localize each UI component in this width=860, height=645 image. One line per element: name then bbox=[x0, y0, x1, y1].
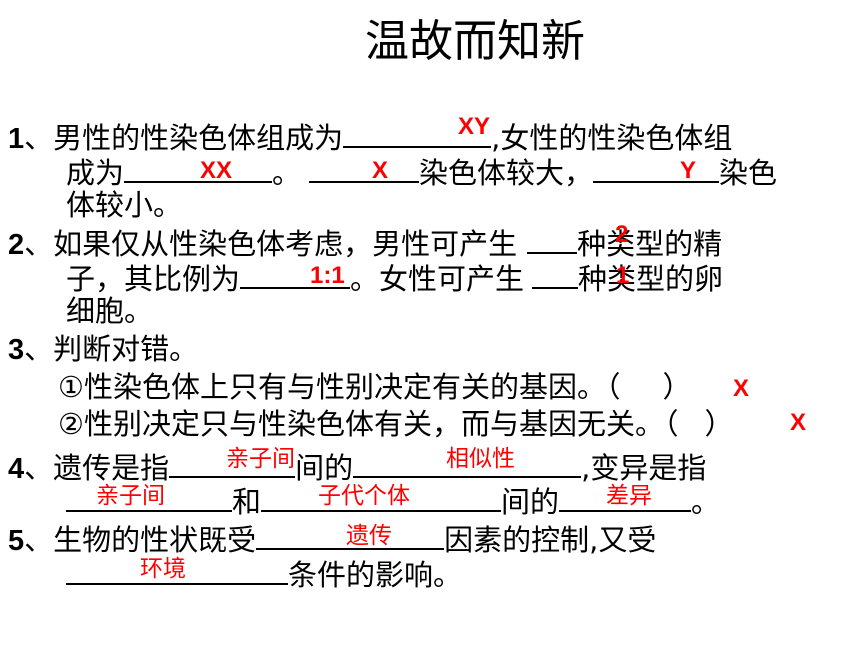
q1-text-2b: 。 bbox=[272, 156, 302, 190]
q4-answer-3: 亲子间 bbox=[96, 483, 165, 509]
q4-line-2: 和 间的 。 bbox=[66, 482, 720, 520]
q5-blank-2 bbox=[66, 555, 288, 585]
q4-text-2c: 。 bbox=[691, 485, 721, 519]
q2-text-2c: 种类型的卵 bbox=[578, 262, 724, 296]
q4-answer-4: 子代个体 bbox=[318, 483, 410, 509]
q2-blank-3 bbox=[532, 259, 579, 289]
q3-line-1: 3、判断对错。 bbox=[8, 331, 198, 368]
q4-text-1b: 间的 bbox=[295, 451, 354, 485]
q1-number: 1 bbox=[8, 123, 25, 155]
q5-blank-1 bbox=[256, 520, 445, 550]
q4-answer-2: 相似性 bbox=[446, 446, 515, 472]
q1-blank-4 bbox=[593, 153, 720, 183]
q5-text-1a: 、生物的性状既受 bbox=[24, 523, 257, 557]
q1-blank-3 bbox=[309, 153, 420, 183]
q4-text-1c: ,变异是指 bbox=[581, 451, 707, 485]
q4-blank-1 bbox=[169, 448, 296, 478]
q3-statement-1: ①性染色体上只有与性别决定有关的基因。（ ） bbox=[58, 369, 692, 405]
q2-line-2: 子，其比例为 。女性可产生 种类型的卵 bbox=[66, 259, 723, 297]
q4-blank-4 bbox=[261, 482, 502, 512]
q1-text-2a: 成为 bbox=[66, 156, 125, 190]
q1-blank-2 bbox=[124, 153, 273, 183]
q1-answer-4: Y bbox=[680, 157, 697, 184]
q3-statement-1-text: ①性染色体上只有与性别决定有关的基因。（ bbox=[58, 370, 621, 404]
q5-answer-2: 环境 bbox=[140, 556, 186, 582]
q2-text-2b: 。女性可产生 bbox=[350, 262, 525, 296]
q2-text-1a: 、如果仅从性染色体考虑，男性可产生 bbox=[24, 227, 518, 261]
q2-line-1: 2、如果仅从性染色体考虑，男性可产生种类型的精 bbox=[8, 224, 722, 263]
q1-answer-2: XX bbox=[200, 157, 233, 184]
q3-number: 3 bbox=[8, 334, 25, 366]
q3-answer-1: X bbox=[733, 375, 750, 402]
q4-text-2b: 间的 bbox=[501, 485, 560, 519]
q5-line-2: 条件的影响。 bbox=[66, 555, 462, 593]
q3-statement-2-close: ） bbox=[704, 407, 734, 441]
q4-line-1: 4、遗传是指 间的 ,变异是指 bbox=[8, 448, 706, 487]
q1-answer-1: XY bbox=[458, 113, 491, 140]
q2-blank-1 bbox=[527, 224, 578, 254]
q2-blank-2 bbox=[240, 259, 351, 289]
q1-line-3: 体较小。 bbox=[66, 188, 183, 222]
q1-blank-1 bbox=[343, 118, 492, 148]
q4-text-1a: 、遗传是指 bbox=[24, 451, 170, 485]
q1-text-2c: 染色体较大， bbox=[419, 156, 594, 190]
q3-statement-2: ②性别决定只与性染色体有关，而与基因无关。（ ） bbox=[58, 406, 734, 442]
q3-text-1: 、判断对错。 bbox=[24, 332, 199, 366]
q4-blank-5 bbox=[559, 482, 692, 512]
q2-answer-1: 2 bbox=[615, 221, 629, 248]
q1-text-1b: ,女性的性染色体组 bbox=[491, 121, 733, 155]
q4-answer-5: 差异 bbox=[606, 483, 652, 509]
q1-text-2d: 染色 bbox=[719, 156, 778, 190]
q4-text-2a: 和 bbox=[232, 485, 262, 519]
q2-number: 2 bbox=[8, 229, 25, 261]
q5-text-1b: 因素的控制,又受 bbox=[444, 523, 657, 557]
q3-statement-1-close: ） bbox=[662, 370, 692, 404]
q5-answer-1: 遗传 bbox=[346, 523, 392, 549]
q4-blank-2 bbox=[353, 448, 582, 478]
q5-line-1: 5、生物的性状既受 因素的控制,又受 bbox=[8, 520, 656, 559]
q5-text-2: 条件的影响。 bbox=[288, 558, 463, 592]
q3-statement-2-text: ②性别决定只与性染色体有关，而与基因无关。（ bbox=[58, 407, 679, 441]
q3-answer-2: X bbox=[790, 409, 807, 436]
q2-answer-3: 1 bbox=[616, 262, 630, 289]
q1-line-1: 1、男性的性染色体组成为 ,女性的性染色体组 bbox=[8, 118, 732, 157]
q4-answer-1: 亲子间 bbox=[226, 446, 295, 472]
q5-number: 5 bbox=[8, 525, 25, 557]
q4-number: 4 bbox=[8, 453, 25, 485]
q2-text-2a: 子，其比例为 bbox=[66, 262, 241, 296]
q1-line-2: 成为 。 染色体较大， 染色 bbox=[66, 153, 777, 191]
q1-text-1a: 、男性的性染色体组成为 bbox=[24, 121, 344, 155]
q1-answer-3: X bbox=[372, 157, 389, 184]
slide-title: 温故而知新 bbox=[365, 16, 585, 67]
q4-blank-3 bbox=[66, 482, 232, 512]
q2-answer-2: 1:1 bbox=[310, 262, 345, 289]
q2-text-1b: 种类型的精 bbox=[577, 227, 723, 261]
q2-line-3: 细胞。 bbox=[66, 294, 154, 328]
